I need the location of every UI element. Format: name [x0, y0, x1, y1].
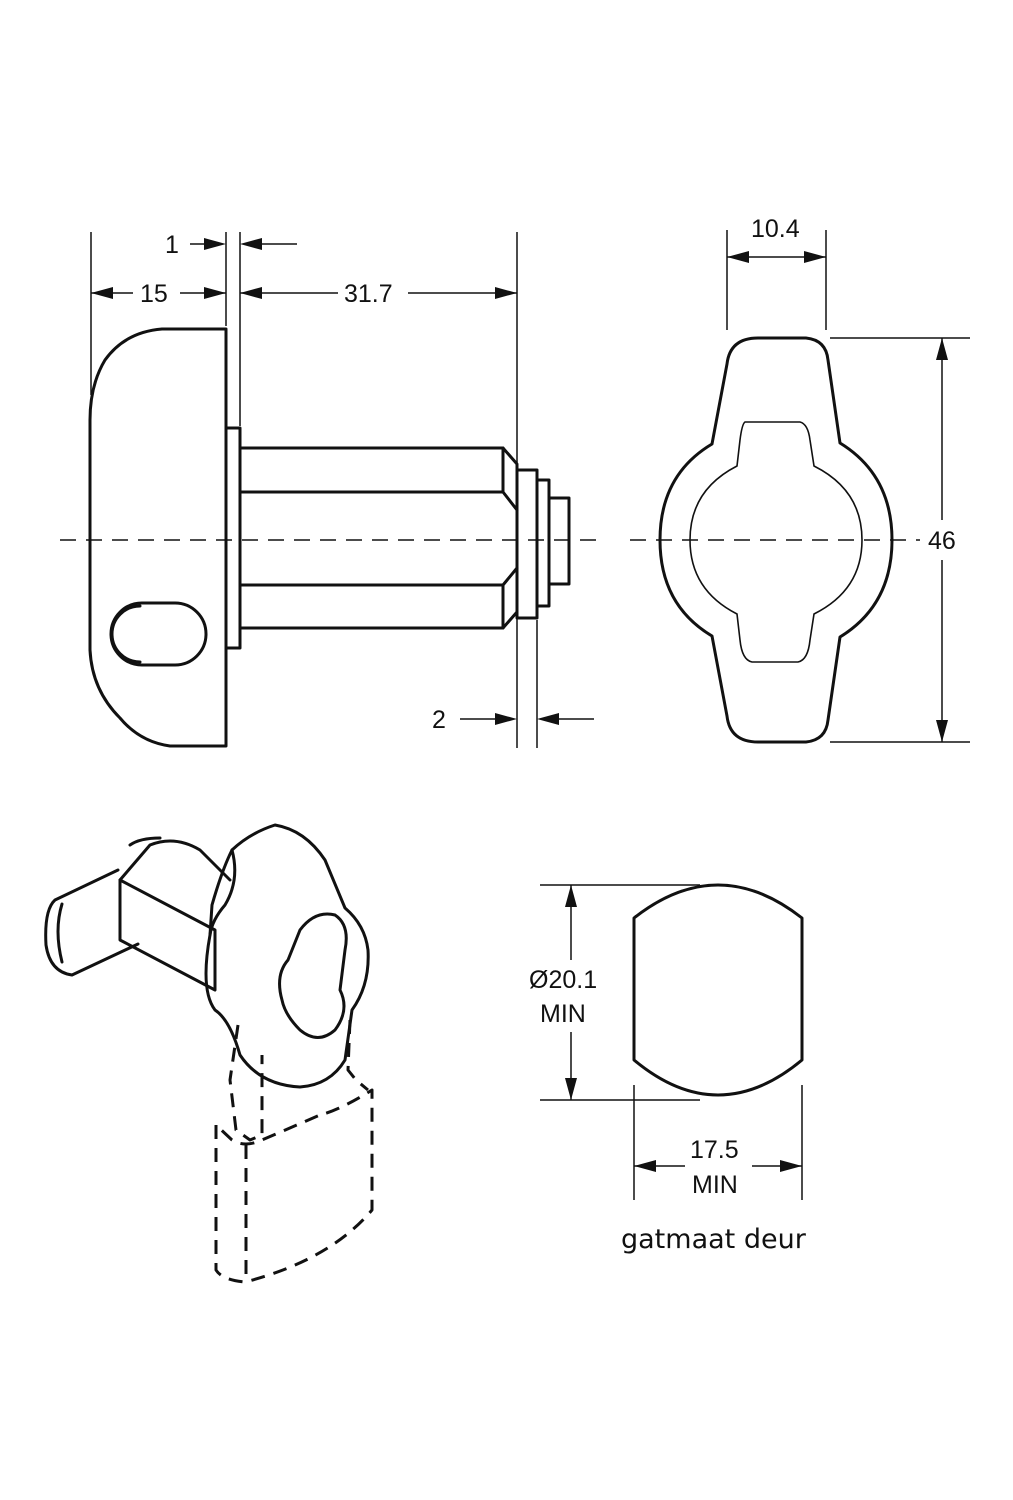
dim-31-7-arrow-right	[495, 287, 517, 299]
dim-15-arrow-left	[91, 287, 113, 299]
dim-2-label: 2	[432, 706, 446, 734]
dim-1-label: 1	[165, 231, 179, 259]
dim-17-5-label: 17.5	[690, 1136, 739, 1164]
iso-knob-face	[278, 912, 348, 1039]
side-view-padlock-slot	[109, 601, 208, 667]
iso-padlock-shackle-2	[346, 1019, 369, 1092]
dim-17-5-min-label: MIN	[692, 1171, 738, 1199]
door-hole-view: Ø20.1 MIN 17.5 MIN gatmaat deur	[529, 883, 807, 1255]
dim-10-4-label: 10.4	[751, 215, 800, 243]
iso-cam-edge	[56, 902, 64, 964]
door-hole-caption: gatmaat deur	[621, 1224, 807, 1255]
dim-20-1-arrow-bottom	[565, 1078, 577, 1100]
side-view-slot-inner	[110, 604, 142, 664]
side-view-nut	[535, 478, 551, 608]
iso-cam	[44, 868, 140, 977]
side-view-body	[238, 446, 519, 630]
dim-15-arrow-right	[204, 287, 226, 299]
side-view: 1 15 31.7 2	[60, 231, 600, 748]
iso-body-top	[118, 839, 232, 882]
dim-20-1-arrow-top	[565, 885, 577, 907]
dim-20-1-label: Ø20.1	[529, 966, 597, 994]
dim-15-label: 15	[140, 280, 168, 308]
iso-knob	[204, 823, 370, 1089]
dim-2-arrow-left	[495, 713, 517, 725]
door-hole-outline	[632, 883, 804, 1097]
dim-46-arrow-bottom	[936, 720, 948, 742]
iso-body	[118, 878, 217, 992]
dim-31-7-label: 31.7	[344, 280, 393, 308]
dim-17-5-arrow-left	[634, 1160, 656, 1172]
front-view: 10.4 46	[630, 215, 970, 744]
side-view-washer	[515, 468, 539, 620]
iso-body-flange	[128, 836, 162, 847]
dim-2-arrow-right	[537, 713, 559, 725]
side-view-knob	[88, 327, 228, 748]
dim-46-arrow-top	[936, 338, 948, 360]
dim-20-1-min-label: MIN	[540, 1000, 586, 1028]
dim-17-5-arrow-right	[780, 1160, 802, 1172]
isometric-view	[44, 823, 374, 1284]
dim-46-label: 46	[928, 527, 956, 555]
dim-31-7-arrow-left	[240, 287, 262, 299]
iso-knob-back	[208, 848, 237, 937]
iso-padlock-shackle	[228, 1024, 264, 1142]
side-view-chamfer-mid	[501, 490, 519, 587]
side-view-flange	[224, 426, 242, 650]
front-view-knob-outline	[658, 336, 894, 744]
dim-10-4-arrow-left	[727, 251, 749, 263]
dim-1-arrow-right	[240, 238, 262, 250]
side-view-cam-stub	[547, 496, 571, 586]
front-view-knob-inner	[689, 421, 863, 663]
iso-padlock-body	[214, 1088, 374, 1284]
dim-10-4-arrow-right	[804, 251, 826, 263]
dim-1-arrow-left	[204, 238, 226, 250]
